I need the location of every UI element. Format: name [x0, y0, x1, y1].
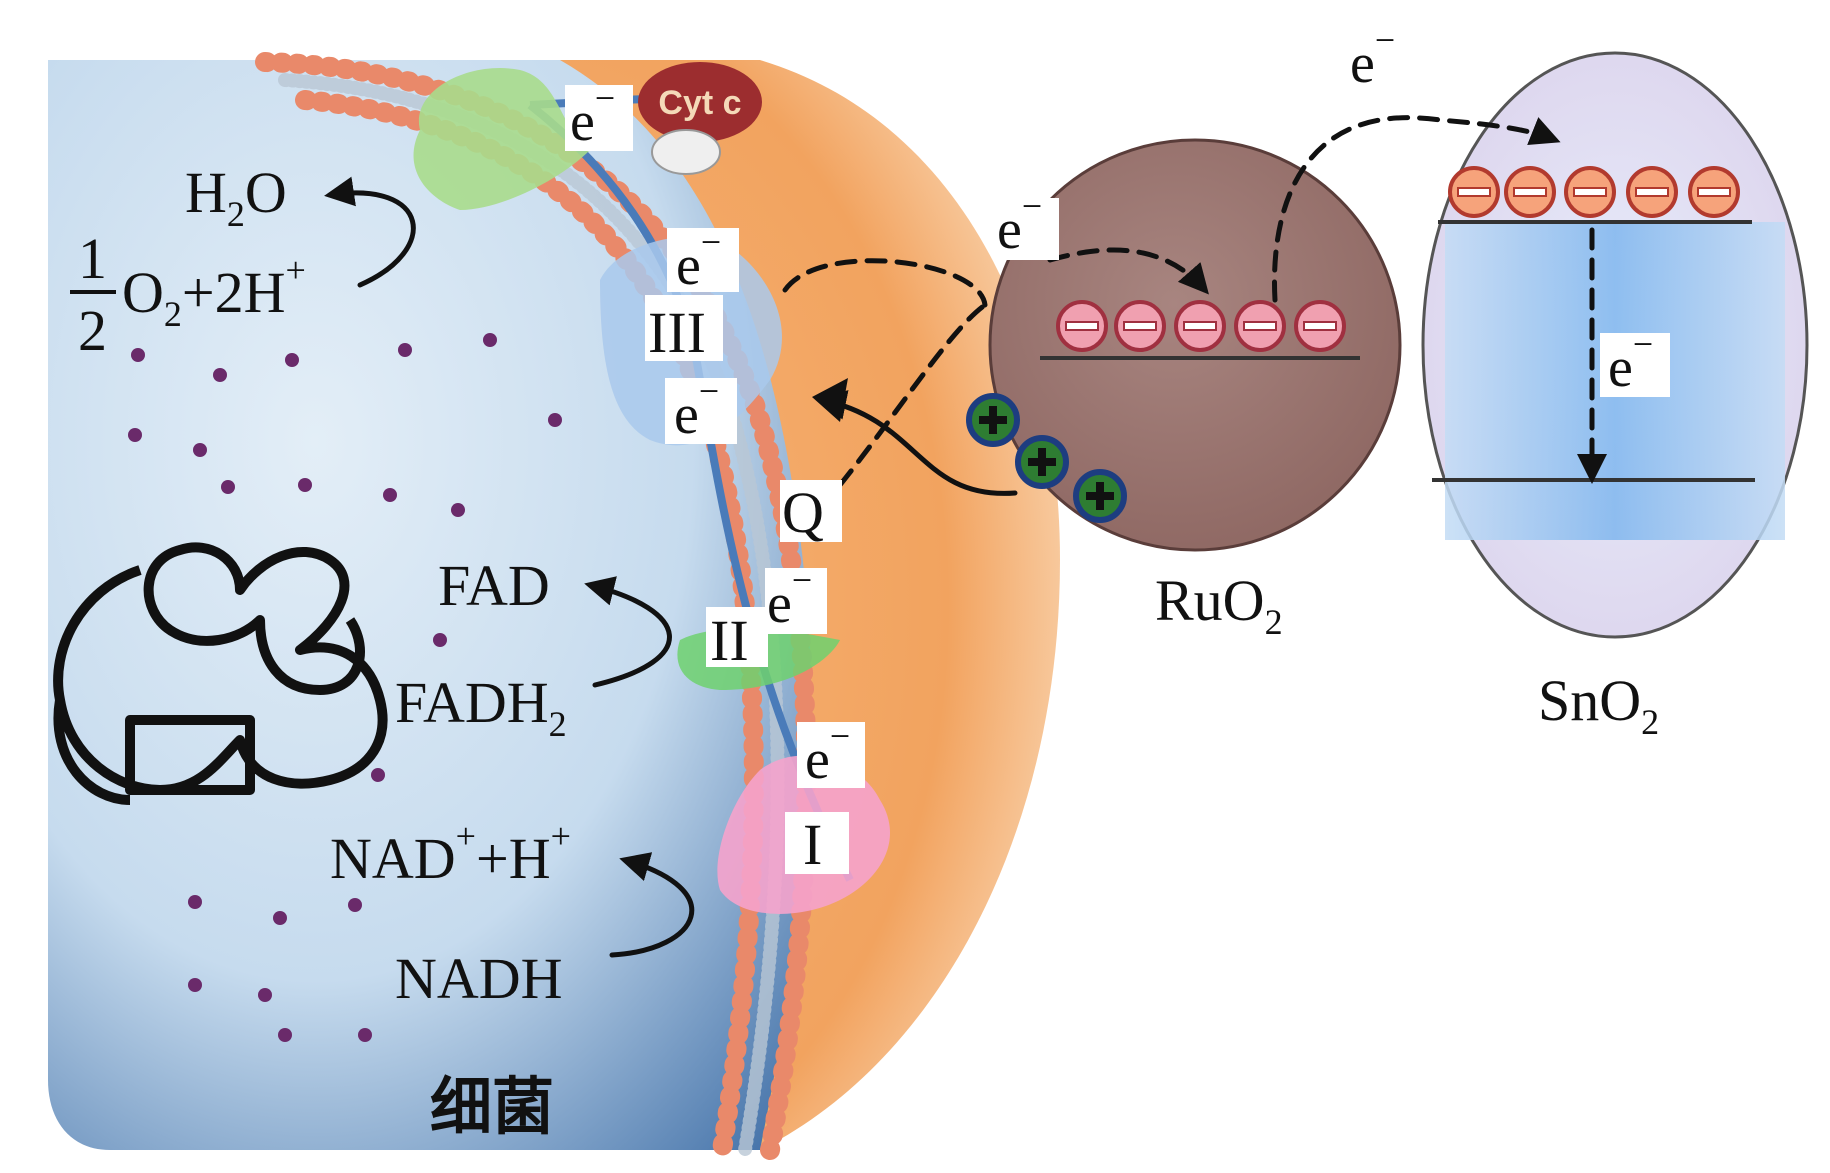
svg-text:e−: e−	[767, 560, 812, 635]
fadh2-label: FADH2	[395, 670, 567, 744]
fad-label: FAD	[438, 553, 550, 618]
ruo2-electrons	[1056, 300, 1346, 352]
nadh-label: NADH	[395, 946, 563, 1011]
cytoplasm-particles	[128, 333, 562, 1042]
oxygen-reaction-label: 1 2 O2+2H+	[70, 226, 306, 363]
svg-text:e−: e−	[676, 222, 721, 297]
sno2-label: SnO2	[1538, 668, 1659, 742]
sno2-electrons	[1448, 166, 1740, 218]
svg-text:e−: e−	[805, 716, 850, 791]
electron-label-boxes	[565, 85, 1670, 874]
svg-text:e−: e−	[997, 186, 1042, 261]
quinone-label: Q	[782, 480, 824, 545]
svg-text:1: 1	[78, 226, 107, 291]
svg-text:e−: e−	[1350, 20, 1395, 95]
cytochrome-c: Cyt c	[638, 62, 762, 175]
h2o-label: H2O	[185, 160, 287, 234]
svg-text:e−: e−	[570, 78, 615, 153]
electron-labels: e− e− e− e− e− e− e− e−	[570, 20, 1653, 791]
arrows	[324, 115, 1607, 958]
arrow-dashed-into-ruo2	[1047, 247, 1209, 295]
ruo2-holes	[966, 393, 1127, 523]
nucleoid-dna-icon	[53, 542, 388, 805]
svg-text:e−: e−	[674, 371, 719, 446]
arrow-dashed-membrane-to-ruo2	[782, 258, 988, 308]
arrow-dashed-q-to-ruo2	[837, 302, 988, 488]
arrow-to-nad	[609, 852, 695, 958]
svg-text:e−: e−	[1608, 324, 1653, 399]
complex-iii-label: III	[648, 300, 706, 365]
svg-text:O2+2H+: O2+2H+	[122, 250, 306, 334]
ruo2-label: RuO2	[1155, 568, 1283, 642]
nad-label: NAD++H+	[330, 816, 571, 891]
cyt-c-label: Cyt c	[658, 84, 741, 122]
complex-ii-label: II	[710, 608, 749, 673]
complex-iv-protein	[413, 68, 590, 210]
svg-text:2: 2	[78, 298, 107, 363]
arrow-to-h2o	[324, 176, 416, 288]
arrow-dashed-ruo2-to-sno2	[1272, 115, 1561, 303]
complex-i-label: I	[803, 812, 822, 877]
bacterium-label: 细菌	[430, 1070, 554, 1143]
arrow-holes-to-membrane	[816, 390, 1018, 496]
arrow-to-fad	[584, 576, 672, 688]
